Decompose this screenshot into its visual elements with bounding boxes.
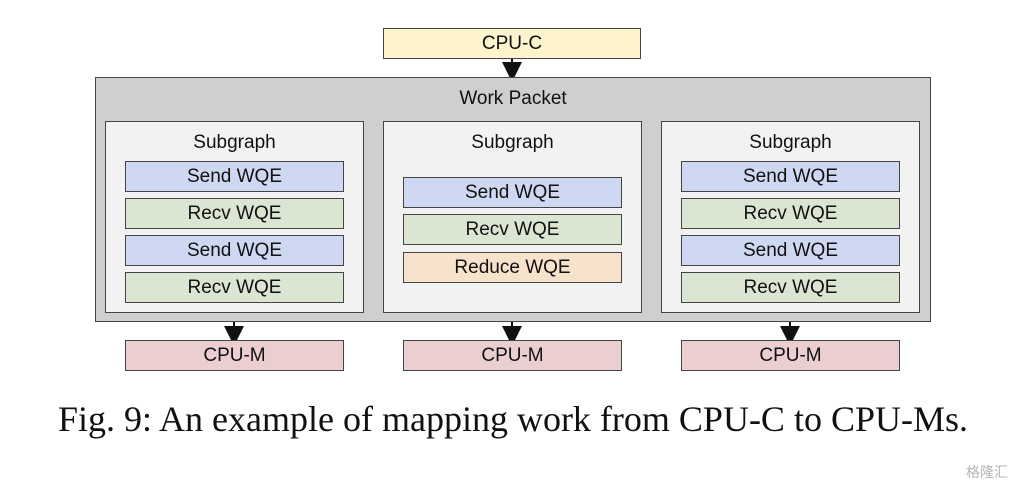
subgraph-3-recv-wqe-1: Recv WQE — [681, 198, 900, 229]
subgraph-3-title: Subgraph — [749, 132, 832, 153]
watermark: 格隆汇 — [966, 464, 1008, 480]
subgraph-3-send-wqe-2: Send WQE — [681, 235, 900, 266]
cpu-m-box-2: CPU-M — [403, 340, 622, 371]
figure-caption: Fig. 9: An example of mapping work from … — [58, 399, 968, 439]
cpu-m-box-3: CPU-M — [681, 340, 900, 371]
subgraph-2-title: Subgraph — [471, 132, 554, 153]
subgraph-2-send-wqe: Send WQE — [403, 177, 622, 208]
work-packet-label: Work Packet — [459, 88, 567, 109]
subgraph-1-send-wqe-1: Send WQE — [125, 161, 344, 192]
subgraph-1-send-wqe-2: Send WQE — [125, 235, 344, 266]
subgraph-3-recv-wqe-2: Recv WQE — [681, 272, 900, 303]
cpu-m-box-1: CPU-M — [125, 340, 344, 371]
subgraph-1-recv-wqe-2: Recv WQE — [125, 272, 344, 303]
cpu-c-box: CPU-C — [383, 28, 641, 59]
subgraph-2-recv-wqe: Recv WQE — [403, 214, 622, 245]
subgraph-1-title: Subgraph — [193, 132, 276, 153]
subgraph-1-recv-wqe-1: Recv WQE — [125, 198, 344, 229]
subgraph-3-send-wqe-1: Send WQE — [681, 161, 900, 192]
subgraph-2-reduce-wqe: Reduce WQE — [403, 252, 622, 283]
